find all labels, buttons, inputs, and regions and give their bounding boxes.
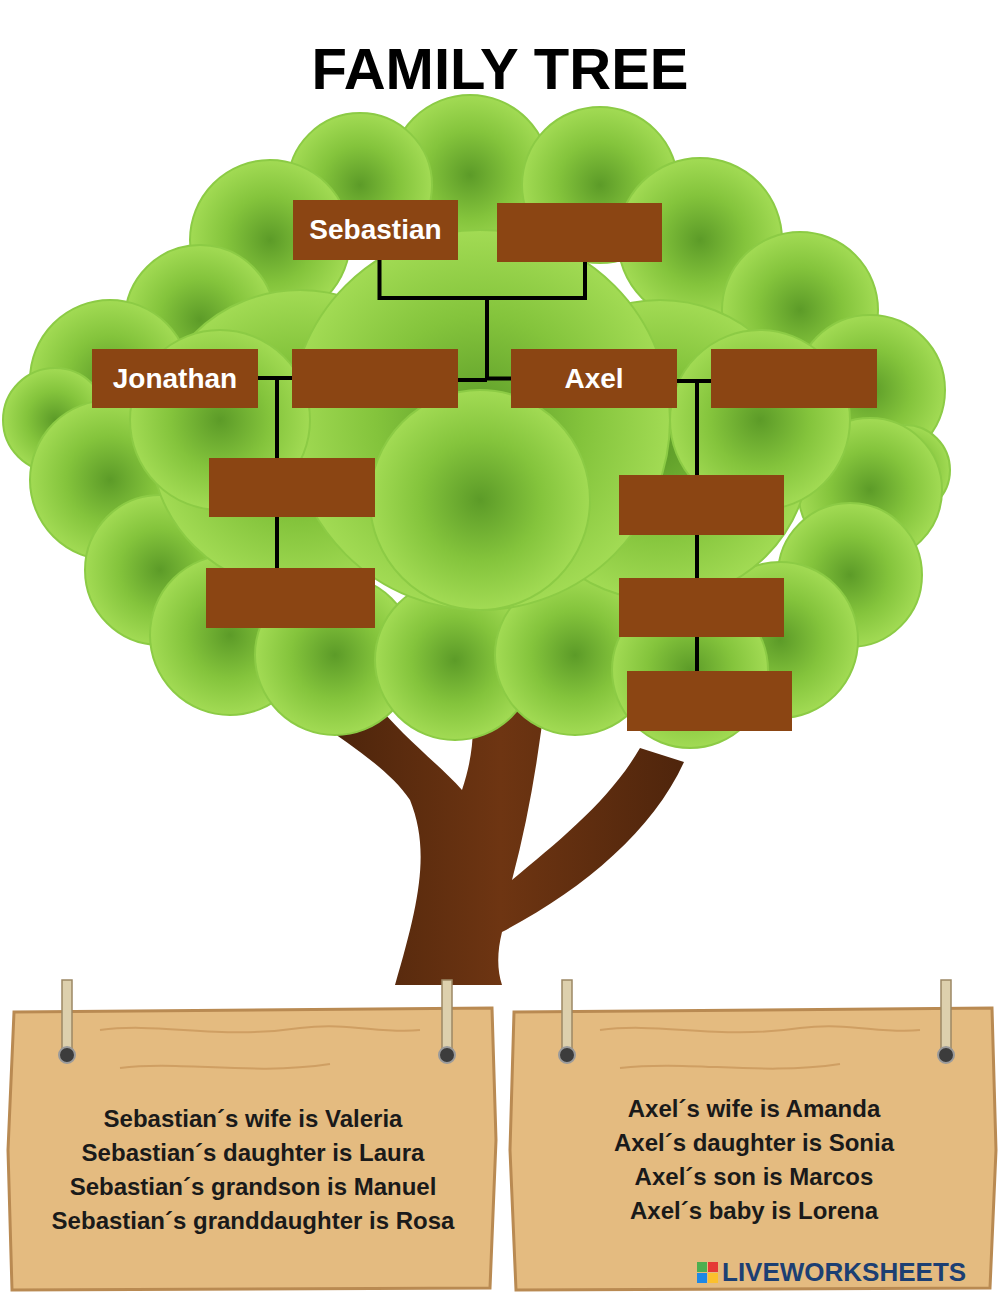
rope-hangers: [59, 980, 954, 1063]
child-line: [458, 378, 487, 382]
empty-name-box: [209, 458, 375, 517]
name-box: Axel: [511, 349, 677, 408]
person-name: Jonathan: [113, 362, 237, 396]
wood-board: [8, 1008, 496, 1290]
person-name: Sebastian: [309, 213, 441, 247]
wood-board: [510, 1008, 996, 1290]
rope: [562, 980, 572, 1050]
nail-ring: [938, 1047, 954, 1063]
empty-name-box: [627, 671, 792, 731]
leaf-blob: [290, 230, 670, 610]
name-box: Jonathan: [92, 349, 258, 408]
rope: [442, 980, 452, 1050]
rope: [941, 980, 951, 1050]
wood-grain: [100, 1026, 920, 1068]
tree-trunk: [318, 698, 684, 985]
empty-name-box: [619, 578, 784, 637]
wooden-signs: [8, 980, 996, 1290]
clue-sentence: Sebastian´s daughter is Laura: [82, 1136, 425, 1170]
empty-name-box: [292, 349, 458, 408]
empty-name-box: [619, 475, 784, 535]
watermark-logo: [697, 1262, 718, 1283]
nail-ring: [559, 1047, 575, 1063]
nail-ring: [59, 1047, 75, 1063]
family-connector: [380, 260, 512, 379]
clue-sentence: Axel´s son is Marcos: [635, 1160, 874, 1194]
leaf-blob: [370, 390, 590, 610]
clue-sentence: Axel´s daughter is Sonia: [614, 1126, 894, 1160]
empty-boxes: [206, 203, 877, 731]
spouse-line: [487, 262, 585, 298]
title-heading: FAMILY TREE: [0, 34, 1000, 104]
logo-square: [708, 1262, 718, 1272]
watermark-text: LIVEWORKSHEETS: [722, 1257, 966, 1287]
clue-sentence: Axel´s wife is Amanda: [628, 1092, 881, 1126]
clue-sign: Sebastian´s wife is ValeriaSebastian´s d…: [14, 1072, 492, 1268]
clue-sentence: Sebastian´s granddaughter is Rosa: [52, 1204, 455, 1238]
empty-name-box: [497, 203, 662, 262]
spouse-line: [677, 379, 711, 383]
clue-sign: Axel´s wife is AmandaAxel´s daughter is …: [518, 1062, 990, 1258]
empty-name-box: [206, 568, 375, 628]
grain-line: [100, 1026, 420, 1032]
rope: [62, 980, 72, 1050]
clue-sentence: Sebastian´s grandson is Manuel: [70, 1170, 437, 1204]
grain-line: [600, 1026, 920, 1032]
name-box: Sebastian: [293, 200, 458, 260]
empty-name-box: [711, 349, 877, 408]
logo-square: [697, 1273, 707, 1283]
clue-sentence: Axel´s baby is Lorena: [630, 1194, 878, 1228]
grain-line: [120, 1064, 330, 1069]
clue-sentence: Sebastian´s wife is Valeria: [104, 1102, 403, 1136]
grain-line: [620, 1064, 840, 1069]
logo-square: [697, 1262, 707, 1272]
tree-foliage: [3, 95, 950, 748]
nail-ring: [439, 1047, 455, 1063]
logo-square: [708, 1273, 718, 1283]
person-name: Axel: [564, 362, 623, 396]
